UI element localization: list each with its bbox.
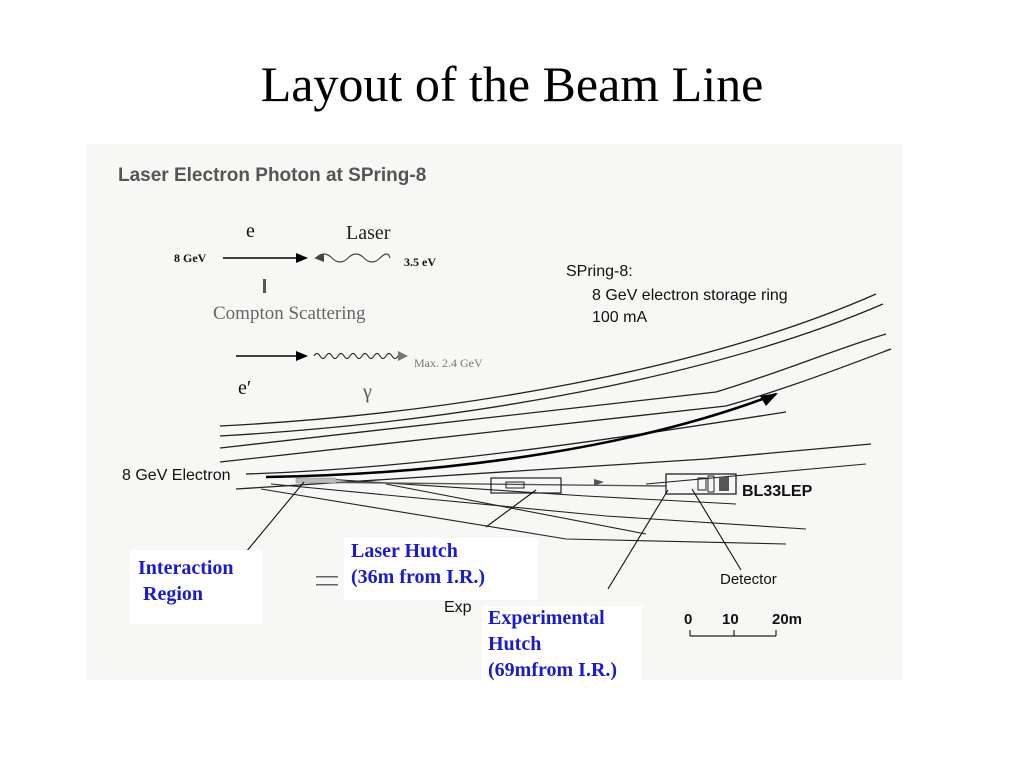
- label-patch: [130, 550, 262, 624]
- electron-symbol: e: [246, 220, 255, 242]
- scale-tick-20m: 20m: [772, 611, 802, 628]
- ring-name: SPring-8:: [566, 263, 633, 280]
- storage-ring-curves: [219, 293, 892, 490]
- inset-arrows: [223, 257, 304, 357]
- beamline-straights: [260, 463, 867, 545]
- interaction-region-marker: [295, 477, 337, 484]
- laser-label: Laser: [346, 222, 391, 244]
- ring-current: 100 mA: [592, 309, 647, 326]
- detector-part: [719, 477, 729, 491]
- experimental-hutch-label: Experimental Hutch (69mfrom I.R.): [488, 607, 618, 681]
- electron-arrowhead: [296, 253, 308, 263]
- scanned-diagram: Laser Electron Photon at SPring-8 e 8 Ge…: [86, 144, 902, 681]
- laser-energy: 3.5 eV: [404, 255, 436, 269]
- scale-tick-10: 10: [722, 611, 739, 628]
- laser-hutch-box: [490, 477, 562, 494]
- ring-description: 8 GeV electron storage ring: [592, 287, 788, 304]
- slide-title: Layout of the Beam Line: [260, 56, 764, 112]
- detector-part: [697, 477, 707, 491]
- scale-tick-0: 0: [684, 611, 692, 628]
- beam-label: 8 GeV Electron: [122, 467, 231, 484]
- detector-label: Detector: [720, 571, 777, 588]
- label-patch: [344, 538, 538, 600]
- laser-hutch-component: [505, 481, 525, 489]
- figure-heading: Laser Electron Photon at SPring-8: [118, 165, 426, 186]
- electron-energy: 8 GeV: [174, 251, 207, 265]
- beam-arrowhead: [760, 393, 778, 406]
- scattered-electron-arrowhead: [296, 351, 308, 361]
- detector-part: [707, 475, 715, 493]
- pointer-lines: [245, 481, 742, 590]
- process-connector: [263, 279, 266, 293]
- beamline-diagram: Laser Electron Photon at SPring-8 e 8 Ge…: [118, 165, 892, 637]
- beamline-label: BL33LEP: [742, 483, 813, 500]
- process-label: Compton Scattering: [213, 303, 366, 324]
- photon-symbol: γ: [362, 381, 372, 403]
- dash-mark: [316, 576, 338, 578]
- partial-exp-label: Exp: [444, 599, 472, 616]
- experimental-hutch-box: [665, 473, 737, 495]
- photon-arrowhead-inset: [398, 351, 408, 361]
- photon-arrowhead: [594, 479, 604, 486]
- laser-wave: [315, 253, 391, 263]
- photon-energy: Max. 2.4 GeV: [414, 356, 483, 370]
- laser-hutch-label: Laser Hutch (36m from I.R.): [351, 540, 486, 588]
- photon-beam-line: [295, 481, 667, 487]
- photon-wave: [313, 352, 405, 360]
- scattered-electron-symbol: e′: [238, 377, 251, 399]
- scale-bar: [689, 630, 777, 637]
- label-patch: [482, 606, 642, 680]
- laser-arrowhead: [314, 254, 324, 262]
- electron-beam: [265, 392, 777, 479]
- dash-mark: [316, 584, 338, 586]
- interaction-region-label: Interaction Region: [138, 557, 234, 605]
